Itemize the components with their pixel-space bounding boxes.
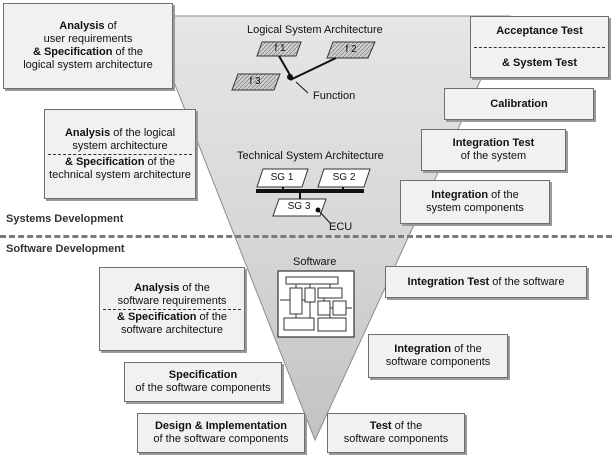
software-architecture-graphic (277, 270, 355, 338)
design-implementation-box: Design & Implementation of the software … (137, 413, 305, 453)
analysis-software-requirements-box: Analysis of the software requirements & … (99, 267, 245, 351)
ecu-block-sg2 (317, 168, 371, 188)
function-block-f3 (231, 73, 281, 91)
software-title: Software (293, 256, 337, 268)
function-block-f2 (326, 41, 376, 59)
technical-architecture-title: Technical System Architecture (237, 150, 384, 162)
acceptance-system-test-box: Acceptance Test & System Test (470, 16, 609, 78)
analysis-user-requirements-box: Analysis of user requirements & Specific… (3, 3, 173, 89)
section-divider (0, 235, 612, 238)
dashed-separator (48, 153, 192, 155)
dashed-separator (474, 46, 605, 48)
f3-label: f 3 (249, 76, 261, 87)
function-label: Function (313, 90, 356, 102)
technical-architecture-graphic (256, 168, 371, 225)
function-node (287, 74, 293, 80)
sg1-label: SG 1 (270, 172, 294, 183)
function-block-f1 (256, 41, 302, 57)
sg3-label: SG 3 (287, 201, 311, 212)
ecu-pointer (317, 209, 332, 225)
ecu-block-sg3 (272, 198, 327, 217)
f1-label: f 1 (274, 43, 286, 54)
logical-architecture-title: Logical System Architecture (247, 24, 383, 36)
test-software-components-box: Test of the software components (327, 413, 465, 453)
specification-software-components-box: Specification of the software components (124, 362, 282, 402)
section-label-systems: Systems Development (6, 213, 124, 225)
bus-bar (256, 189, 364, 193)
function-link (289, 57, 337, 81)
logical-architecture-graphic (231, 41, 376, 94)
v-triangle (147, 15, 511, 442)
calibration-box: Calibration (444, 88, 594, 120)
analysis-logical-architecture-box: Analysis of the logical system architect… (44, 109, 196, 199)
ecu-block-sg1 (256, 168, 309, 188)
ecu-label: ECU (329, 221, 353, 233)
function-link (278, 55, 291, 76)
sg2-label: SG 2 (332, 172, 356, 183)
integration-test-software-box: Integration Test of the software (385, 266, 587, 298)
f2-label: f 2 (345, 44, 357, 55)
section-label-software: Software Development (6, 243, 125, 255)
function-pointer (295, 81, 309, 94)
integration-software-components-box: Integration of the software components (368, 334, 508, 378)
dashed-separator (103, 308, 241, 310)
integration-system-components-box: Integration of the system components (400, 180, 550, 224)
integration-test-system-box: Integration Test of the system (421, 129, 566, 171)
